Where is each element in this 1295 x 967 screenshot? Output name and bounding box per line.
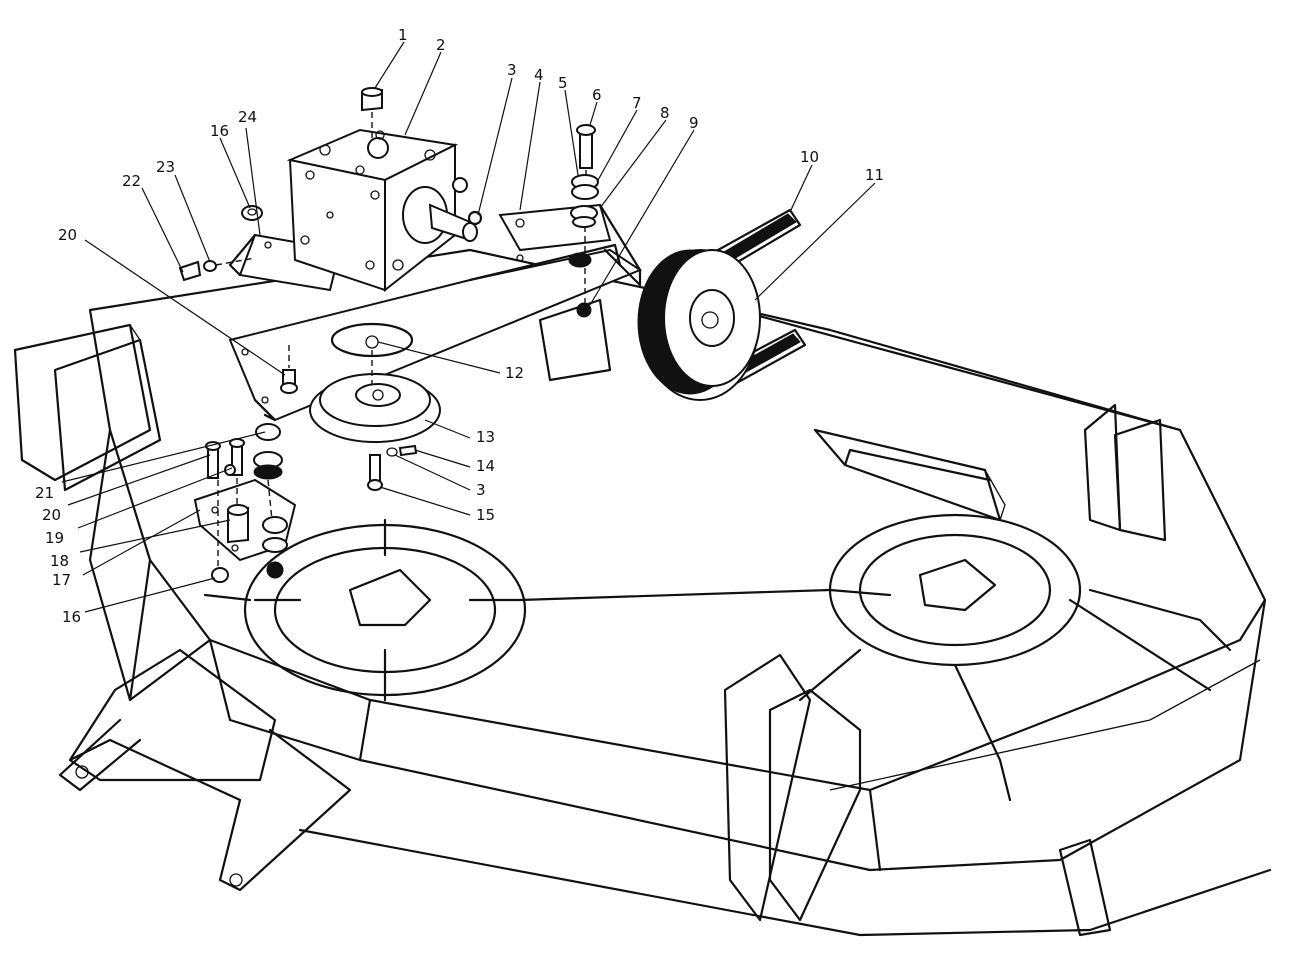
callout-3: 3: [507, 61, 517, 79]
left-baffle: [13, 323, 162, 492]
callout-14: 14: [476, 457, 495, 475]
callout-20-upper: 20: [58, 226, 77, 244]
lift-arms: [58, 648, 352, 892]
callout-24: 24: [238, 108, 257, 126]
bolt-part-20-upper: [280, 345, 298, 394]
callout-16-upper: 16: [210, 122, 229, 140]
callout-4: 4: [534, 66, 544, 84]
callout-21: 21: [35, 484, 54, 502]
callout-7: 7: [632, 94, 642, 112]
callout-22: 22: [122, 172, 141, 190]
callout-12: 12: [505, 364, 524, 382]
callout-9: 9: [689, 114, 699, 132]
callout-18: 18: [50, 552, 69, 570]
blade-spider-right: [798, 513, 1232, 802]
idler-arm-assembly: [193, 423, 297, 583]
callout-11: 11: [865, 166, 884, 184]
blade-spider-left: [203, 518, 832, 702]
callout-20-lower: 20: [42, 506, 61, 524]
callout-2: 2: [436, 36, 446, 54]
key-part-14: [398, 444, 418, 457]
callout-23: 23: [156, 158, 175, 176]
callout-6: 6: [592, 86, 602, 104]
gearbox-part-2: [286, 128, 478, 293]
callout-8: 8: [660, 104, 670, 122]
callout-16-lower: 16: [62, 608, 81, 626]
callout-labels: 1 2 3 4 5 6 7 8 9 10 11 20 22 23 16 24 1…: [35, 26, 884, 626]
callout-3-lower: 3: [476, 481, 486, 499]
callout-1: 1: [398, 26, 408, 44]
callout-19: 19: [45, 529, 64, 547]
deck-fins: [723, 403, 1167, 937]
vent-plug-part-1: [361, 87, 383, 138]
hardware-stack-right: [467, 124, 599, 318]
callout-15: 15: [476, 506, 495, 524]
drive-pulley-part-11: [637, 249, 761, 401]
callout-10: 10: [800, 148, 819, 166]
leader-lines: [61, 41, 876, 613]
callout-17: 17: [52, 571, 71, 589]
lower-pulley-part-13: [309, 350, 441, 443]
callout-5: 5: [558, 74, 568, 92]
callout-13: 13: [476, 428, 495, 446]
bolt-part-15: [367, 447, 398, 491]
